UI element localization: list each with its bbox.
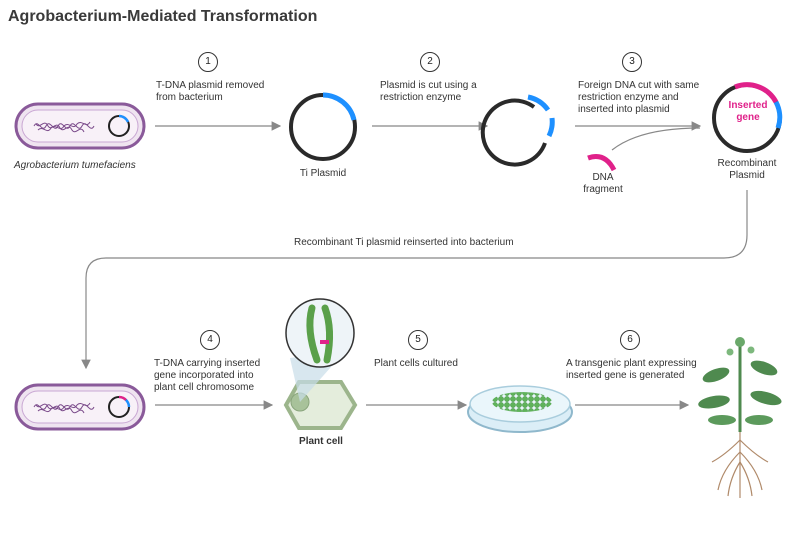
inserted-gene-label: Inserted gene [728, 100, 768, 123]
step-1-text: T-DNA plasmid removed from bacterium [156, 80, 265, 103]
ti-plasmid-label: Ti Plasmid [299, 168, 347, 179]
recombinant-plasmid-icon [712, 82, 783, 153]
bacterium-bottom [14, 383, 146, 431]
bacterium-top [14, 102, 146, 150]
reinsert-label: Recombinant Ti plasmid reinserted into b… [294, 237, 514, 248]
step-2-text: Plasmid is cut using a restriction enzym… [380, 80, 477, 103]
recombinant-plasmid-label: Recombinant Plasmid [717, 158, 777, 181]
dna-coil-icon [33, 402, 95, 414]
step-3-text: Foreign DNA cut with same restriction en… [578, 80, 700, 115]
step-6-text: A transgenic plant expressing inserted g… [566, 358, 697, 381]
petri-dish-icon [467, 385, 573, 433]
arrow-3-merge [611, 127, 701, 151]
dna-fragment-icon [587, 154, 617, 172]
step-2-badge: 2 [420, 52, 440, 72]
chromosome-zoom-icon [285, 298, 355, 368]
step-5-text: Plant cells cultured [374, 358, 458, 369]
dna-fragment-label: DNA fragment [583, 172, 623, 195]
step-6-badge: 6 [620, 330, 640, 350]
page-title: Agrobacterium-Mediated Transformation [8, 8, 318, 25]
step-3-badge: 3 [622, 52, 642, 72]
step-1-badge: 1 [198, 52, 218, 72]
step-4-badge: 4 [200, 330, 220, 350]
step-5-badge: 5 [408, 330, 428, 350]
transgenic-plant-icon [698, 337, 782, 498]
plant-cell-label: Plant cell [299, 436, 343, 447]
ti-plasmid-icon [289, 92, 357, 161]
plant-cell-icon [283, 380, 358, 430]
step-4-text: T-DNA carrying inserted gene incorporate… [154, 358, 261, 393]
bacterium-label: Agrobacterium tumefaciens [14, 160, 136, 171]
reinsert-arrow [81, 190, 748, 370]
dna-coil-icon [33, 121, 95, 133]
roots-icon [711, 432, 769, 498]
cut-plasmid-icon [480, 94, 555, 167]
